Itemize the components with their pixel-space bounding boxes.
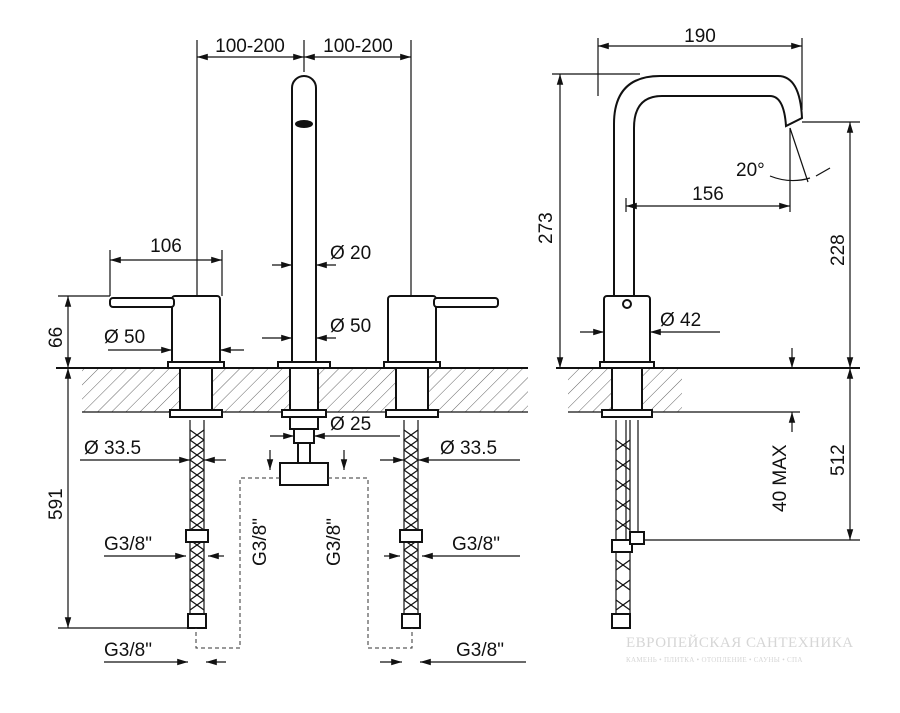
front-view: 100-200 100-200 106 Ø 20 Ø 50 Ø 50 66 59… [46,36,528,666]
side-view: 190 273 156 20° 228 Ø 42 40 MAX 512 [536,26,860,629]
dim-body-diameter-right: Ø 50 [330,316,371,337]
front-hoses [185,420,423,629]
side-body [599,295,655,418]
dim-spacing-right: 100-200 [323,36,393,57]
dim-body-height: 66 [46,327,67,348]
dim-spout-diameter: Ø 20 [330,243,371,264]
dim-spout-reach: 190 [684,26,716,47]
dim-spacing-left: 100-200 [215,36,285,57]
dim-shank-diameter-right: Ø 33.5 [440,438,497,459]
dim-outlet-height: 228 [828,234,849,266]
dim-side-body-diameter: Ø 42 [660,310,701,331]
watermark: ЕВРОПЕЙСКАЯ САНТЕХНИКА КАМЕНЬ • ПЛИТКА •… [626,634,854,664]
dim-shank-diameter-left: Ø 33.5 [84,438,141,459]
left-mixer [109,295,225,418]
dim-thread-right-upper: G3/8" [452,534,500,555]
front-spout [277,75,331,486]
dim-spout-shank-diameter: Ø 25 [330,414,371,435]
dim-outlet-reach: 156 [692,184,724,205]
dim-thread-left-lower: G3/8" [104,640,152,661]
dim-outlet-angle: 20° [736,160,765,181]
dim-body-diameter-left: Ø 50 [104,327,145,348]
dim-handle-width: 106 [150,236,182,257]
right-mixer [383,295,499,418]
dim-thread-connector-right: G3/8" [324,518,345,566]
dim-thread-left-upper: G3/8" [104,534,152,555]
dim-total-height: 591 [46,488,67,520]
dim-spout-height: 273 [536,212,557,244]
side-hoses [611,420,645,629]
dim-deck-thickness: 40 MAX [770,444,791,512]
watermark-title: ЕВРОПЕЙСКАЯ САНТЕХНИКА [626,634,854,651]
dim-thread-right-lower: G3/8" [456,640,504,661]
side-spout [613,75,804,299]
watermark-subtitle: КАМЕНЬ • ПЛИТКА • ОТОПЛЕНИЕ • САУНЫ • СП… [626,656,803,664]
dim-thread-connector-left: G3/8" [250,518,271,566]
dim-depth-below: 512 [828,444,849,476]
